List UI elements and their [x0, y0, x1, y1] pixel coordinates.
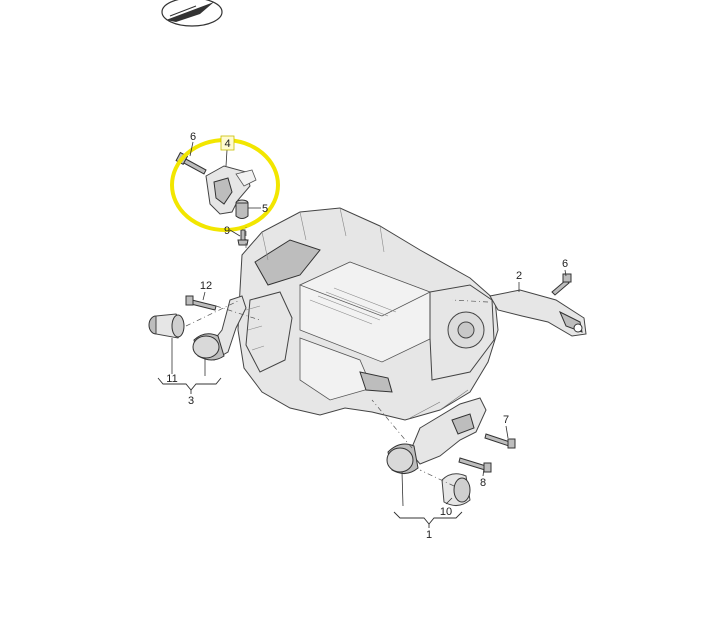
group-bracket-3 [157, 377, 222, 394]
callout-1: 1 [426, 529, 432, 541]
callout-8: 8 [480, 477, 486, 489]
part-1-bracket [386, 397, 487, 474]
callout-11: 11 [166, 373, 177, 385]
assembly-lines [185, 226, 489, 487]
callout-10: 10 [440, 506, 452, 518]
logo-emblem [161, 0, 223, 27]
part-6-bolt-right [551, 273, 572, 296]
callout-7: 7 [503, 414, 509, 426]
callout-4: 4 [224, 138, 230, 150]
part-12-bolt [185, 295, 217, 311]
callout-4-box [220, 135, 235, 151]
part-11-mount [148, 313, 185, 339]
part-10-mount [441, 473, 471, 506]
callout-9: 9 [224, 225, 230, 237]
part-8-bolt [458, 457, 492, 473]
part-2-bracket [489, 289, 587, 337]
leader-lines [171, 141, 567, 507]
callout-6-right: 6 [562, 258, 568, 270]
group-bracket-1 [393, 511, 463, 528]
callout-5: 5 [262, 203, 268, 215]
part-4-bracket [205, 165, 257, 215]
callout-6-top: 6 [190, 131, 196, 143]
part-7-bolt [484, 433, 516, 449]
callout-12: 12 [200, 280, 212, 292]
part-9-bolt [237, 229, 249, 246]
callout-2: 2 [516, 270, 522, 282]
callout-3: 3 [188, 395, 194, 407]
part-5-bushing [235, 199, 249, 219]
drive-unit-housing [237, 207, 499, 421]
